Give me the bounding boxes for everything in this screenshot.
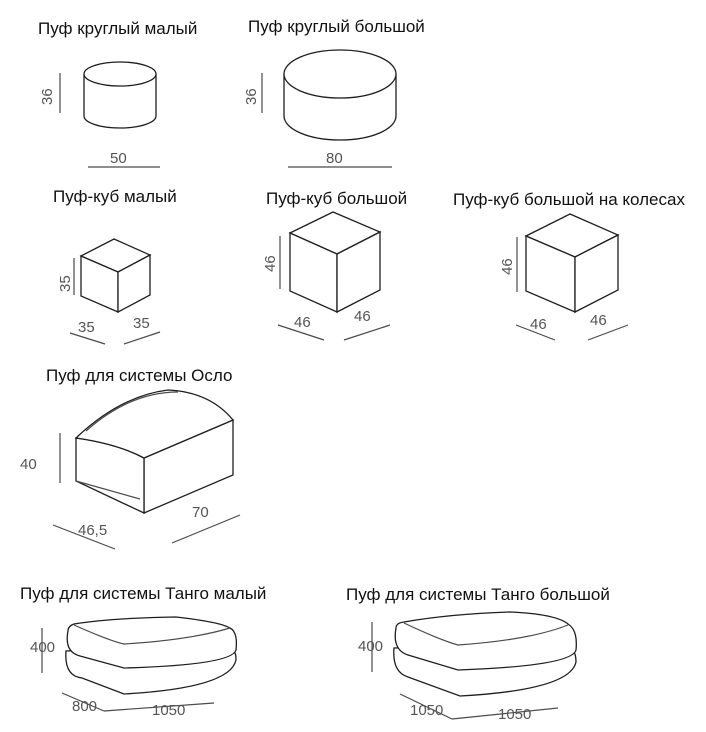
tango-large-upper-cushion xyxy=(394,611,577,671)
tango-large-depth-line xyxy=(399,693,453,720)
cube-wheels-width-label: 46 xyxy=(590,312,607,329)
round-large-top xyxy=(283,49,397,99)
cube-large-depth-label: 46 xyxy=(294,314,311,331)
round-large-height-label: 36 xyxy=(243,88,260,105)
cube-small-depth-line xyxy=(69,332,106,345)
cube-wheels-width-line xyxy=(587,324,629,341)
round-small-drawing: 36 50 xyxy=(39,61,160,168)
tango-large-top-seam xyxy=(403,622,569,646)
title-tango-large: Пуф для системы Танго большой xyxy=(346,585,610,604)
tango-small-upper-cushion xyxy=(66,616,238,669)
oslo-top-face xyxy=(74,389,235,459)
tango-large-depth-label: 1050 xyxy=(410,702,443,719)
cube-small-width-label: 35 xyxy=(133,315,150,332)
tango-small-drawing: 400 800 1050 xyxy=(30,616,238,719)
oslo-depth-line xyxy=(52,524,116,550)
cube-wheels-depth-line xyxy=(515,324,556,341)
round-large-drawing: 36 80 xyxy=(243,49,397,168)
tango-small-width-line xyxy=(103,702,215,712)
tango-small-height-label: 400 xyxy=(30,639,55,656)
cube-small-right xyxy=(117,253,151,314)
tango-large-width-line xyxy=(451,707,559,720)
title-cube-large: Пуф-куб большой xyxy=(266,189,408,208)
title-oslo: Пуф для системы Осло xyxy=(46,366,233,385)
cube-large-width-line xyxy=(343,324,391,341)
tango-large-width-label: 1050 xyxy=(498,706,531,723)
cube-wheels-drawing: 46 46 46 xyxy=(499,213,629,341)
oslo-depth-label: 46,5 xyxy=(78,522,107,539)
tango-large-drawing: 400 1050 1050 xyxy=(358,611,577,723)
title-round-large: Пуф круглый большой xyxy=(248,17,425,36)
tango-small-depth-line xyxy=(61,692,105,712)
tango-small-depth-label: 800 xyxy=(72,698,97,715)
cube-large-right xyxy=(336,230,381,314)
cube-small-drawing: 35 35 35 xyxy=(57,238,161,345)
title-cube-small: Пуф-куб малый xyxy=(53,187,177,206)
cube-large-depth-line xyxy=(277,324,325,341)
title-tango-small: Пуф для системы Танго малый xyxy=(20,584,267,603)
cube-large-drawing: 46 46 46 xyxy=(262,211,391,341)
cube-wheels-height-label: 46 xyxy=(499,258,516,275)
round-large-width-label: 80 xyxy=(326,150,343,167)
tango-small-width-label: 1050 xyxy=(152,702,185,719)
round-small-height-label: 36 xyxy=(39,88,56,105)
tango-small-top-seam xyxy=(73,624,231,645)
title-cube-wheels: Пуф-куб большой на колесах xyxy=(453,190,685,209)
oslo-top-seam xyxy=(85,391,179,432)
oslo-width-label: 70 xyxy=(192,504,209,521)
round-small-top xyxy=(83,61,157,87)
oslo-height-label: 40 xyxy=(20,456,37,473)
round-small-width-label: 50 xyxy=(110,150,127,167)
round-small-body xyxy=(83,74,157,129)
cube-wheels-depth-label: 46 xyxy=(530,316,547,333)
oslo-drawing: 40 46,5 70 xyxy=(20,389,241,550)
title-round-small: Пуф круглый малый xyxy=(38,19,198,38)
oslo-width-line xyxy=(171,514,241,544)
cube-wheels-right xyxy=(574,233,619,314)
cube-small-depth-label: 35 xyxy=(78,319,95,336)
tango-large-height-label: 400 xyxy=(358,638,383,655)
cube-large-width-label: 46 xyxy=(354,308,371,325)
cube-large-height-label: 46 xyxy=(262,255,279,272)
oslo-base-line xyxy=(75,480,141,500)
cube-small-width-line xyxy=(123,331,161,345)
cube-small-height-label: 35 xyxy=(57,275,74,292)
